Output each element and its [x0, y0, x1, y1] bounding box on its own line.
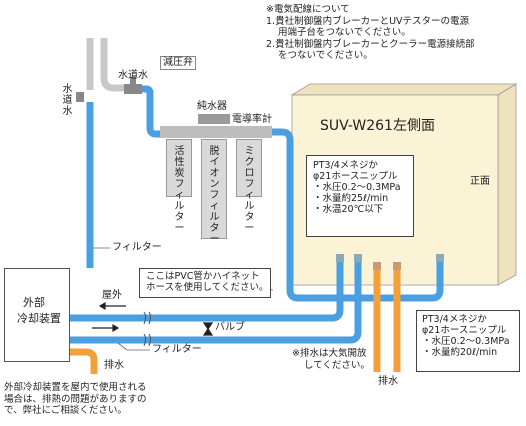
indoor-note-line1: 外部冷却装置を屋内で使用される [4, 382, 147, 393]
tap-top-pipe-gray [100, 38, 130, 92]
notes-line2a: 2.貴社制御盤内ブレーカーとクーラー電源接続部 [266, 38, 475, 50]
electrical-notes: ※電気配線について 1.貴社制御盤内ブレーカーとUVテスターの電源 用端子台をつ… [266, 4, 475, 62]
spec2-line4: ・水量約20ℓ/min [422, 347, 498, 358]
notes-line2b: をつないでください。 [278, 50, 373, 61]
pvc-note-box: ここはPVC管かハイネット ホースを使用してください。 [139, 268, 271, 298]
spec2-line3: ・水圧0.2〜0.3MPa [422, 336, 510, 347]
unit-title: SUV-W261左側面 [320, 118, 435, 134]
spec-box-cooling: PT3/4メネジか φ21ホースニップル ・水圧0.2〜0.3MPa ・水量約2… [416, 310, 520, 372]
pipe-cooler-upper [68, 260, 344, 322]
label-valve: バルブ [215, 322, 245, 333]
unit-side-face [290, 83, 518, 96]
connector-4 [393, 262, 401, 270]
open-air-note-line1: ※排水は大気開放 [292, 348, 367, 359]
label-filter-deion: 脱イオンフィルター [209, 146, 220, 245]
purifier-manifold [160, 126, 272, 138]
valve-symbol [202, 322, 214, 336]
label-outdoor: 屋外 [102, 290, 122, 301]
label-drain-right: 排水 [378, 376, 398, 387]
pressure-valve-body [124, 84, 142, 94]
spec2-line1: PT3/4メネジか [422, 314, 487, 325]
indoor-note-line3: で、弊社にご相談ください。 [4, 405, 127, 416]
label-conductivity: 電導率計 [232, 114, 272, 125]
pipe-to-unit [272, 128, 444, 302]
pressure-valve-stem [130, 77, 136, 85]
pvc-note-line2: ホースを使用してください。 [146, 282, 269, 293]
connector-3 [373, 262, 381, 270]
label-pressure-valve: 減圧弁 [160, 56, 196, 70]
connector-1 [336, 254, 344, 262]
pipe-cooler-lower [68, 260, 362, 344]
notes-line1a: 1.貴社制御盤内ブレーカーとUVテスターの電源 [266, 15, 470, 27]
label-drain-left: 排水 [104, 360, 124, 371]
external-cooler: 外部 冷却装置 [4, 268, 70, 362]
spec-box-inlet: PT3/4メネジか φ21ホースニップル ・水圧0.2〜0.3MPa ・水量約2… [306, 155, 414, 237]
cooler-label-a: 外部 [23, 296, 45, 309]
tap-left-valve [76, 92, 84, 102]
label-filter-bottom: フィルター [152, 344, 202, 355]
notes-header: ※電気配線について [266, 4, 350, 15]
spec1-line3: ・水圧0.2〜0.3MPa [313, 182, 401, 193]
filter-micro: ミクロフィルター [236, 139, 262, 234]
flow-arrows [92, 301, 126, 333]
connector-5 [436, 254, 444, 262]
notes-line1b: 用端子台をつないでください。 [278, 27, 411, 38]
indoor-note-line2: 場合は、排熱の問題がありますの [4, 393, 147, 405]
pipe-break-marks [143, 311, 151, 347]
filter-carbon: 活性炭フィルター [166, 139, 192, 234]
open-air-note: ※排水は大気開放 してください。 [292, 348, 370, 371]
label-front: 正面 [470, 176, 490, 187]
spec2-line2: φ21ホースニップル [422, 325, 507, 336]
drain-left [70, 348, 98, 374]
spec1-line4: ・水量約25ℓ/min [313, 193, 389, 204]
unit-right-face [497, 83, 517, 286]
pipe-to-purifier [142, 85, 206, 138]
label-filter-left: フィルター [112, 242, 162, 253]
spec1-line1: PT3/4メネジか [313, 160, 378, 171]
cooler-label: 冷却装置 [17, 312, 61, 325]
purifier-header [198, 114, 230, 124]
spec1-line2: φ21ホースニップル [313, 171, 398, 182]
indoor-note: 外部冷却装置を屋内で使用される 場合は、排熱の問題がありますの で、弊社にご相談… [4, 382, 147, 417]
pvc-note-line1: ここはPVC管かハイネット [146, 271, 260, 282]
spec1-line5: ・水温20℃以下 [313, 204, 384, 215]
label-tap-left: 水道水 [62, 84, 73, 117]
open-air-note-line2: してください。 [304, 359, 370, 371]
label-filter-carbon: 活性炭フィルター [174, 146, 185, 234]
label-filter-micro: ミクロフィルター [244, 146, 255, 234]
label-purifier: 純水器 [197, 101, 227, 112]
label-tap-top: 水道水 [118, 70, 148, 81]
connector-2 [354, 254, 362, 262]
filter-deion: 脱イオンフィルター [201, 139, 227, 245]
